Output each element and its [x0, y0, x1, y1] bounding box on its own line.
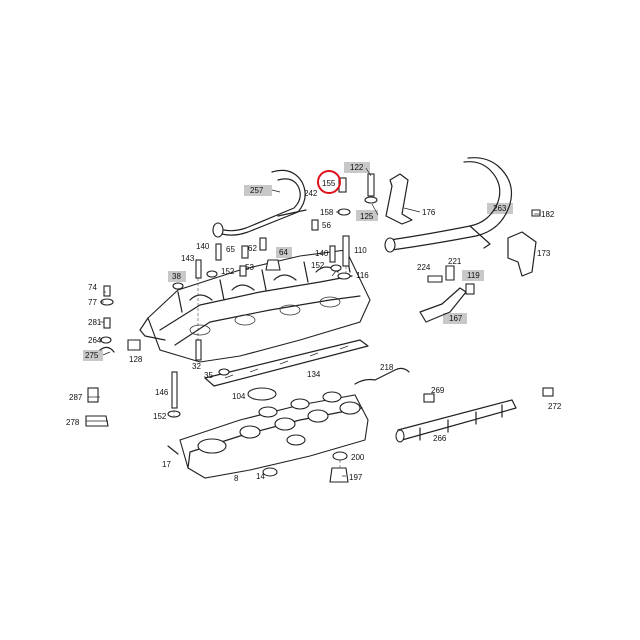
callout-104: 104: [232, 392, 246, 401]
callout-257: 257: [250, 186, 264, 195]
callout-64: 64: [279, 248, 288, 257]
callout-146: 146: [155, 388, 169, 397]
highlight-boxes: [83, 162, 513, 361]
highlight-box-122: [344, 162, 370, 173]
highlight-box-64: [276, 247, 292, 258]
callout-77: 77: [88, 298, 97, 307]
callout-275: 275: [85, 351, 99, 360]
callout-110: 110: [354, 246, 367, 255]
highlight-circle-155: [317, 170, 341, 194]
highlight-box-257: [244, 185, 272, 196]
seal-ring-104: [247, 387, 277, 401]
callout-56: 56: [322, 221, 331, 230]
callout-116: 116: [356, 271, 369, 280]
callout-32: 32: [192, 362, 201, 371]
callout-176: 176: [422, 208, 436, 217]
highlight-box-263: [487, 203, 513, 214]
callout-140a: 140: [196, 242, 210, 251]
callout-140b: 140: [315, 249, 329, 258]
callout-128: 128: [129, 355, 143, 364]
bracket-176: [385, 173, 413, 225]
highlight-box-125: [356, 210, 378, 221]
callout-152b: 152: [311, 261, 325, 270]
highlight-box-167: [443, 313, 467, 324]
callout-14: 14: [256, 472, 265, 481]
callout-264: 264: [88, 336, 102, 345]
callout-197: 197: [349, 473, 363, 482]
callout-65: 65: [226, 245, 235, 254]
callout-167: 167: [449, 314, 463, 323]
callout-173: 173: [537, 249, 551, 258]
callout-17: 17: [162, 460, 171, 469]
highlight-box-119: [462, 270, 484, 281]
intake-manifold-upper: [139, 249, 371, 363]
callout-224: 224: [417, 263, 431, 272]
vacuum-line-218: [354, 367, 410, 385]
highlight-box-275: [83, 350, 103, 361]
callout-134: 134: [307, 370, 321, 379]
intake-manifold-lower: [179, 391, 369, 479]
bracket-173: [507, 231, 537, 277]
leader-lines: [86, 167, 540, 477]
callout-119: 119: [467, 271, 480, 280]
callout-278: 278: [66, 418, 80, 427]
callout-272: 272: [548, 402, 562, 411]
callout-155: 155: [322, 179, 336, 188]
callout-143: 143: [181, 254, 195, 263]
callout-287: 287: [69, 393, 83, 402]
callout-125: 125: [360, 212, 374, 221]
callout-8: 8: [234, 474, 239, 483]
alignment-lines: [173, 266, 347, 468]
callout-266: 266: [433, 434, 447, 443]
small-hardware: [85, 173, 554, 483]
callout-122: 122: [350, 163, 364, 172]
callout-242: 242: [304, 189, 318, 198]
callout-53: 53: [245, 263, 254, 272]
callout-labels: 122 155 257 242 158 125 56 176 263 182 1…: [66, 163, 562, 483]
callout-218: 218: [380, 363, 394, 372]
highlight-box-38: [168, 271, 186, 282]
callout-38: 38: [172, 272, 181, 281]
callout-269: 269: [431, 386, 445, 395]
manifold-gasket: [204, 339, 369, 387]
callout-263: 263: [493, 204, 507, 213]
callout-158: 158: [320, 208, 334, 217]
callout-35: 35: [204, 371, 213, 380]
callout-221: 221: [448, 257, 462, 266]
callout-62: 62: [248, 244, 257, 253]
callout-281: 281: [88, 318, 102, 327]
callout-152a: 152: [221, 267, 235, 276]
callout-152c: 152: [153, 412, 167, 421]
callout-74: 74: [88, 283, 97, 292]
breather-pipe: [384, 157, 513, 253]
callout-182: 182: [541, 210, 555, 219]
coolant-pipe: [212, 169, 307, 238]
fuel-rail: [395, 399, 517, 443]
callout-200: 200: [351, 453, 365, 462]
